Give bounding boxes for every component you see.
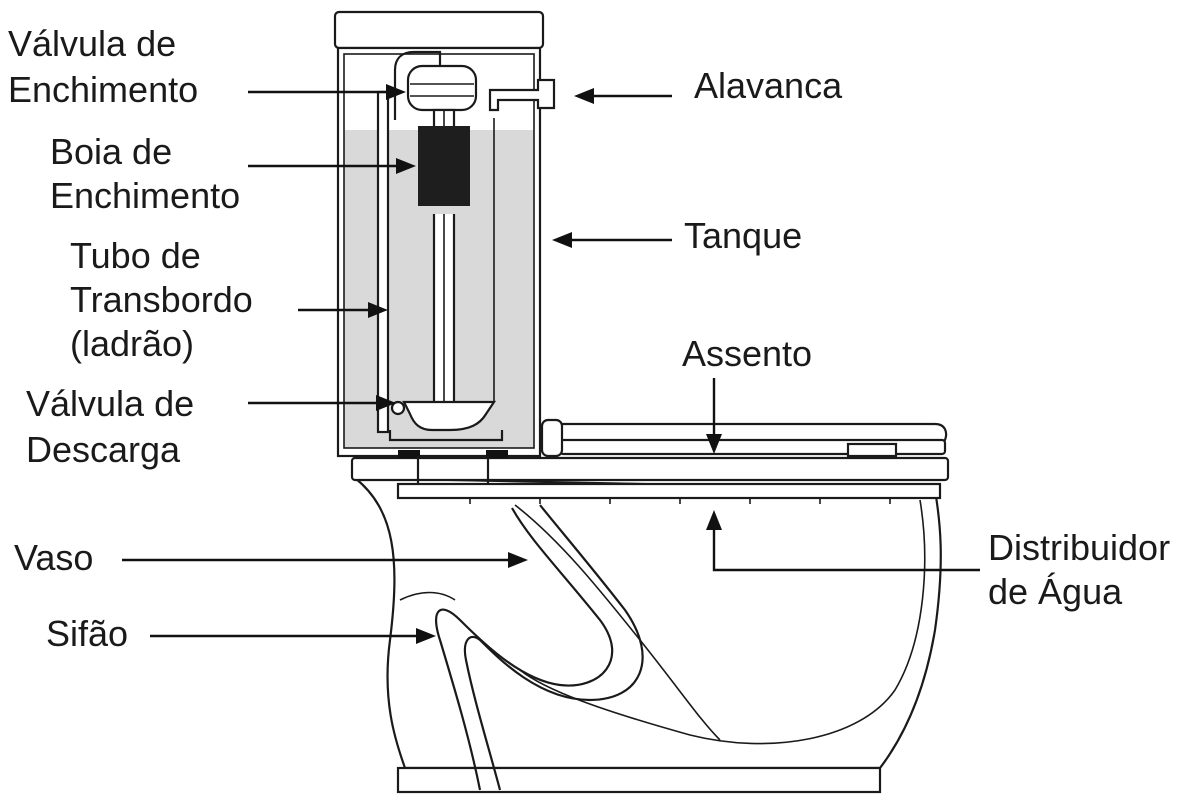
flush-valve-seat (388, 430, 504, 442)
seat-bumper (846, 442, 898, 458)
toilet-illustration (333, 10, 950, 794)
labels: Válvula de Enchimento Boia de Enchimento… (8, 23, 1180, 654)
label-vaso: Vaso (14, 537, 93, 578)
label-boia-enchimento: Boia de Enchimento (50, 131, 240, 216)
arrow-valvula-enchimento (248, 84, 406, 100)
siphon-trapway (435, 507, 614, 791)
seat-hinge (540, 418, 564, 458)
tank-outlet (416, 456, 490, 484)
siphon-trapway-inner (463, 504, 644, 791)
arrow-assento (706, 378, 722, 454)
label-tubo-transbordo: Tubo de Transbordo (ladrão) (70, 235, 263, 364)
water-distributor-channel (396, 482, 942, 500)
arrow-tanque (552, 232, 672, 248)
fill-float (418, 126, 470, 206)
tank-bolt-left (398, 450, 420, 458)
label-valvula-descarga: Válvula de Descarga (26, 383, 204, 470)
arrow-distribuidor-agua (706, 510, 980, 572)
label-assento: Assento (682, 333, 812, 374)
label-alavanca: Alavanca (694, 65, 843, 106)
arrow-valvula-descarga (248, 395, 396, 411)
toilet-base (396, 766, 882, 794)
fill-float-shadow (424, 206, 464, 214)
arrow-boia-enchimento (248, 158, 416, 174)
bowl-inner-curve (519, 499, 926, 745)
arrow-vaso (122, 552, 528, 568)
arrow-sifao (150, 628, 436, 644)
label-distribuidor-agua: Distribuidor de Água (988, 527, 1180, 612)
tank-lid (333, 10, 545, 50)
tank-bolt-right (486, 450, 508, 458)
bowl-rim (350, 456, 950, 482)
label-valvula-enchimento: Válvula de Enchimento (8, 23, 198, 110)
fill-valve-head (406, 64, 478, 112)
flush-lever (488, 78, 556, 112)
arrow-tubo-transbordo (298, 302, 388, 318)
label-tanque: Tanque (684, 215, 802, 256)
fill-valve-pipe (393, 50, 442, 120)
flush-valve-pivot (390, 400, 406, 416)
fill-valve-head-detail (410, 83, 474, 97)
distributor-holes (469, 498, 891, 504)
arrow-alavanca (574, 88, 672, 104)
siphon-outer-wall (399, 591, 456, 601)
label-sifao: Sifão (46, 613, 128, 654)
flush-valve-flapper (402, 400, 497, 432)
leader-arrows (122, 84, 980, 644)
overflow-tube (376, 90, 390, 434)
